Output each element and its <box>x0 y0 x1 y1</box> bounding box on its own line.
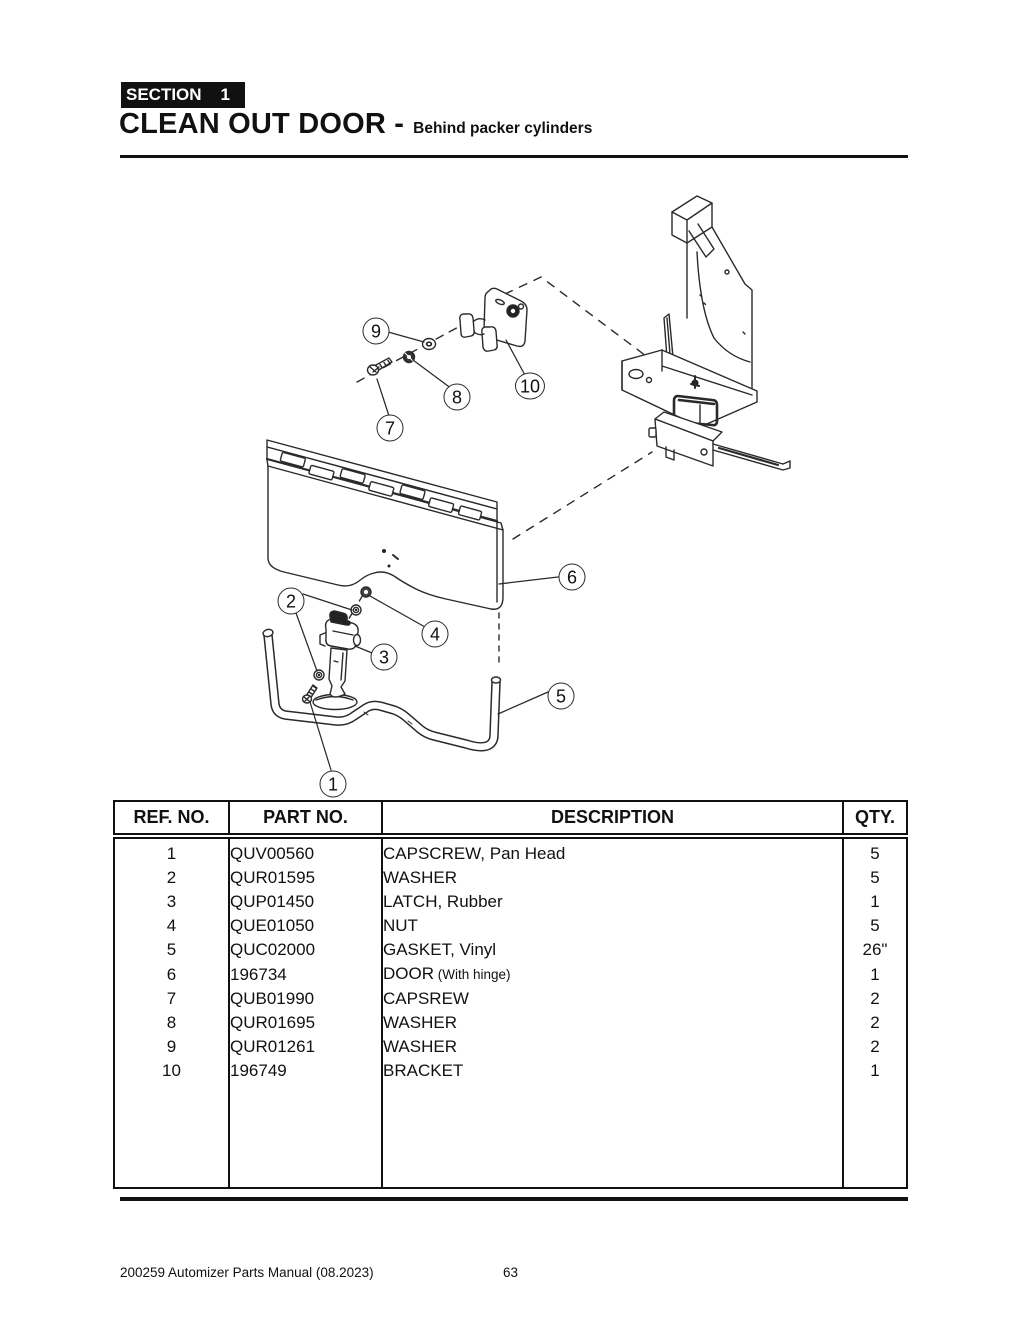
latch-part <box>312 610 362 711</box>
callout-3: 3 <box>370 643 398 671</box>
description-cell: WASHER <box>381 1035 844 1059</box>
description-cell: DOOR (With hinge) <box>381 962 844 987</box>
callout-10: 10 <box>514 372 546 400</box>
ref-no-cell: 3 <box>113 890 230 914</box>
ref-no-cell: 1 <box>113 836 230 866</box>
part-no-cell: QUR01261 <box>228 1035 383 1059</box>
part-no-cell: QUE01050 <box>228 914 383 938</box>
description-cell: WASHER <box>381 1011 844 1035</box>
qty-cell: 1 <box>842 1059 908 1083</box>
capscrew-7-part <box>366 357 393 376</box>
part-no-cell: QUR01695 <box>228 1011 383 1035</box>
col-header-qty: QTY. <box>842 801 908 839</box>
qty-cell: 5 <box>842 836 908 866</box>
part-no-cell: QUV00560 <box>228 836 383 866</box>
qty-cell: 5 <box>842 914 908 938</box>
ref-no-cell: 9 <box>113 1035 230 1059</box>
parts-table-filler <box>113 1083 908 1188</box>
callout-4: 4 <box>421 620 449 648</box>
description-cell: LATCH, Rubber <box>381 890 844 914</box>
callout-7: 7 <box>376 414 404 442</box>
qty-cell: 2 <box>842 1011 908 1035</box>
ref-no-cell: 7 <box>113 987 230 1011</box>
footer-rule <box>120 1197 908 1201</box>
page-subtitle: Behind packer cylinders <box>413 120 593 137</box>
qty-cell: 2 <box>842 1035 908 1059</box>
part-no-cell: 196749 <box>228 1059 383 1083</box>
callout-6: 6 <box>558 563 586 591</box>
callout-1: 1 <box>319 770 347 798</box>
leader-lines <box>295 331 559 771</box>
ref-no-cell: 4 <box>113 914 230 938</box>
capscrew-1-part <box>301 684 318 704</box>
gasket-part <box>262 628 502 752</box>
section-number: 1 <box>220 85 230 104</box>
part-no-cell: QUC02000 <box>228 938 383 962</box>
callout-2: 2 <box>277 587 305 615</box>
description-cell: BRACKET <box>381 1059 844 1083</box>
nut-4-part <box>360 586 372 598</box>
washer-8-part <box>402 350 416 364</box>
table-header-row: REF. NO. PART NO. DESCRIPTION QTY. <box>113 801 908 839</box>
callout-8: 8 <box>443 383 471 411</box>
qty-cell: 5 <box>842 866 908 890</box>
callout-5: 5 <box>547 682 575 710</box>
section-label: SECTION <box>126 85 202 104</box>
qty-cell: 1 <box>842 890 908 914</box>
col-header-description: DESCRIPTION <box>381 801 844 839</box>
door-part <box>265 439 504 610</box>
qty-cell: 2 <box>842 987 908 1011</box>
footer-text: 200259 Automizer Parts Manual (08.2023) <box>120 1265 374 1280</box>
ref-no-cell: 2 <box>113 866 230 890</box>
machine-assembly <box>621 195 791 471</box>
ref-no-cell: 10 <box>113 1059 230 1083</box>
title-row: CLEAN OUT DOOR - Behind packer cylinders <box>119 108 592 141</box>
page-title: CLEAN OUT DOOR - <box>119 108 405 140</box>
col-header-ref: REF. NO. <box>113 801 230 839</box>
qty-cell: 26" <box>842 938 908 962</box>
description-cell: CAPSCREW, Pan Head <box>381 836 844 866</box>
part-no-cell: QUR01595 <box>228 866 383 890</box>
section-badge: SECTION 1 <box>121 82 245 108</box>
washer-2b-part <box>313 669 325 681</box>
description-cell: GASKET, Vinyl <box>381 938 844 962</box>
description-cell: CAPSREW <box>381 987 844 1011</box>
bracket-part <box>459 287 528 352</box>
part-no-cell: 196734 <box>228 962 383 987</box>
qty-cell: 1 <box>842 962 908 987</box>
header-rule <box>120 155 908 158</box>
washer-9-part <box>421 337 437 351</box>
part-no-cell: QUB01990 <box>228 987 383 1011</box>
page-number: 63 <box>503 1265 519 1280</box>
ref-no-cell: 5 <box>113 938 230 962</box>
part-no-cell: QUP01450 <box>228 890 383 914</box>
col-header-part: PART NO. <box>228 801 383 839</box>
description-cell: WASHER <box>381 866 844 890</box>
ref-no-cell: 8 <box>113 1011 230 1035</box>
ref-no-cell: 6 <box>113 962 230 987</box>
description-cell: NUT <box>381 914 844 938</box>
callout-9: 9 <box>362 317 390 345</box>
description-note: (With hinge) <box>434 967 511 982</box>
